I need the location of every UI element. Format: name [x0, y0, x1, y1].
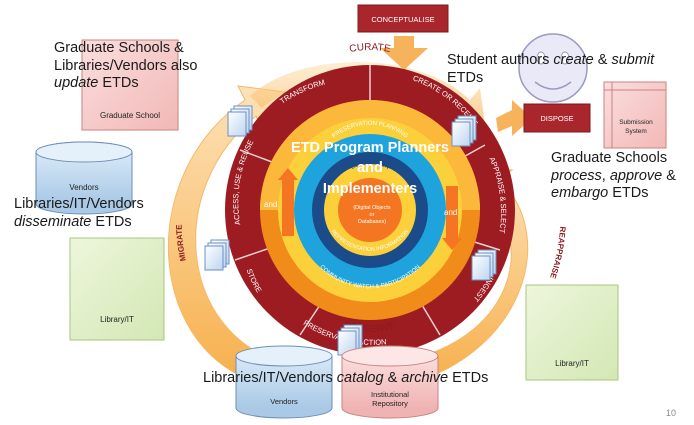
conceptualise-box: [357, 4, 449, 33]
library-it-box-right: Library/IT: [525, 284, 619, 381]
svg-text:System: System: [625, 128, 647, 135]
institutional-repository-cylinder: Institutional Repository: [341, 345, 439, 419]
lifecycle-wheel: CURATE PRESERVE PRESERVATION PLANNING RE…: [225, 42, 515, 355]
svg-text:Implementers: Implementers: [323, 181, 417, 197]
document-icon: [204, 239, 230, 271]
vendors-cylinder-left: Vendors: [35, 141, 133, 215]
document-icon: [227, 105, 253, 137]
svg-text:or: or: [370, 212, 375, 218]
library-it-box-left: Library/IT: [69, 237, 165, 341]
dispose-group: DISPOSE: [496, 100, 591, 136]
vendors-cylinder-bottom: Vendors: [235, 345, 333, 419]
document-icon: [471, 249, 497, 281]
conceptualise-label: CONCEPTUALISE: [371, 15, 434, 24]
svg-text:Vendors: Vendors: [69, 183, 98, 192]
svg-text:and: and: [444, 208, 457, 217]
svg-text:Graduate School: Graduate School: [100, 111, 160, 120]
dispose-box: [523, 103, 591, 133]
curate-band: [260, 100, 480, 210]
svg-text:Library/IT: Library/IT: [100, 315, 134, 324]
description-label: DESCRIPTION: [350, 160, 390, 171]
caption-graduate-update: Graduate Schools & Libraries/Vendors als…: [54, 40, 198, 92]
caption-student-authors: Student authors create & submit ETDs: [447, 52, 655, 86]
caption-catalog-archive: Libraries/IT/Vendors catalog & archive E…: [203, 370, 489, 386]
document-icon: [451, 115, 477, 147]
center-subtitle: (Digital Objects or Databases): [353, 205, 391, 225]
svg-text:(Digital Objects: (Digital Objects: [353, 205, 391, 211]
conceptualise-group: CONCEPTUALISE: [357, 4, 449, 70]
core-circle: [338, 178, 402, 242]
svg-text:Vendors: Vendors: [270, 397, 298, 406]
reappraise-label: REAPPRAISE: [548, 226, 567, 280]
svg-text:Repository: Repository: [372, 399, 408, 408]
and-right-arrow: and: [442, 186, 462, 250]
caption-graduate-process: Graduate Schools process, approve & emba…: [551, 150, 676, 202]
svg-text:Institutional: Institutional: [371, 390, 409, 399]
page-number: 10: [666, 408, 676, 418]
and-left-arrow: and: [264, 168, 298, 236]
svg-text:Library/IT: Library/IT: [555, 359, 589, 368]
caption-disseminate: Libraries/IT/Vendors disseminate ETDs: [14, 196, 144, 230]
svg-text:Submission: Submission: [619, 119, 653, 126]
submission-system-box: Submission System: [603, 81, 667, 149]
center-title: ETD Program Planners and Implementers: [291, 140, 449, 197]
dispose-label: DISPOSE: [540, 114, 573, 123]
graduate-school-box: Graduate School: [81, 39, 179, 131]
dispose-arrow: [496, 100, 532, 136]
document-icons: [204, 105, 497, 356]
curate-label: CURATE: [349, 42, 392, 55]
conceptualise-arrow: [380, 36, 428, 70]
svg-text:Databases): Databases): [358, 219, 386, 225]
svg-text:ETD Program Planners: ETD Program Planners: [291, 140, 449, 156]
student-smiley-icon: [518, 33, 588, 103]
svg-text:and: and: [357, 160, 383, 176]
document-icon: [337, 324, 363, 356]
svg-text:and: and: [264, 200, 277, 209]
